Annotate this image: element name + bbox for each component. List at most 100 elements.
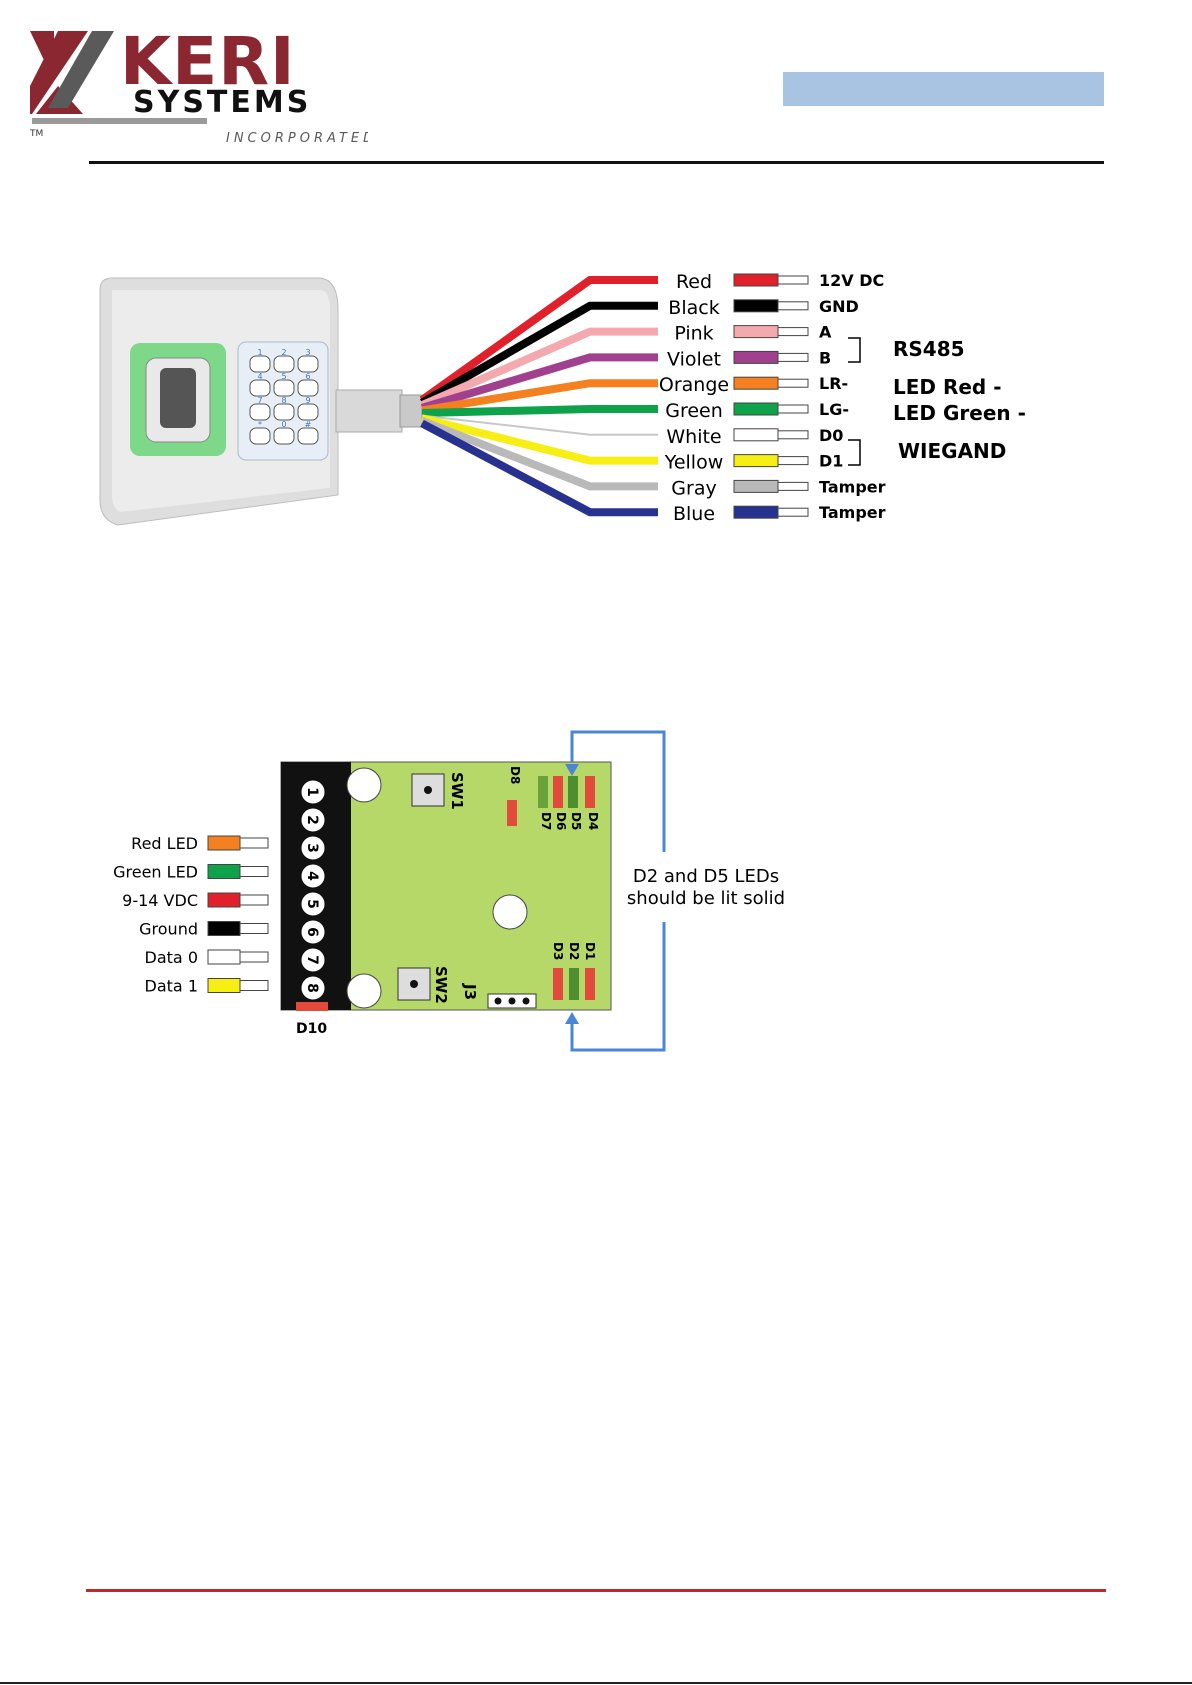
keypad-key-label: 3 <box>305 348 310 357</box>
wire-color-label: Gray <box>671 477 716 499</box>
led-d4 <box>585 776 595 808</box>
keypad-key-label: * <box>258 420 262 429</box>
keypad-key-label: 8 <box>281 396 286 405</box>
wire-color-label: Red <box>676 271 712 293</box>
keypad-key <box>273 379 295 397</box>
terminal-number: 5 <box>304 899 320 909</box>
wire-color-label: Blue <box>673 503 715 525</box>
led-green-label: LED Green - <box>893 401 1026 425</box>
wire-end-swatch <box>733 454 779 468</box>
wire-end-tip <box>777 275 809 285</box>
input-swatch <box>207 835 241 851</box>
wire-end-tip <box>777 327 809 337</box>
wire-end-tip <box>777 352 809 362</box>
logo-line2: SYSTEMS <box>133 85 311 120</box>
wire-blue <box>420 419 658 517</box>
wiegand-label: WIEGAND <box>898 439 1006 463</box>
input-swatch <box>207 892 241 908</box>
led-label: D3 <box>551 942 565 960</box>
wire-end-swatch <box>733 376 779 390</box>
keypad-key-label: 2 <box>281 348 286 357</box>
note-line2: should be lit solid <box>627 888 785 909</box>
keypad-key <box>297 403 319 421</box>
wire-end-swatch <box>733 479 779 493</box>
mount-hole-center <box>492 894 528 930</box>
arrow-bottom <box>570 922 666 1052</box>
keypad-key <box>249 379 271 397</box>
led-d1 <box>585 968 595 1000</box>
input-label: Data 0 <box>145 948 198 967</box>
wire-gray <box>420 417 658 491</box>
wire-terminal-label: 12V DC <box>819 271 884 290</box>
keypad-key-label: # <box>305 420 312 429</box>
led-label: D6 <box>554 812 568 830</box>
j3-pin <box>522 997 530 1005</box>
logo-brand: KERI <box>120 26 296 100</box>
logo-mark-gray <box>48 31 114 108</box>
note-line1: D2 and D5 LEDs <box>633 866 779 887</box>
wiegand-bracket <box>848 439 861 466</box>
arrow-bottom-head <box>565 1012 579 1024</box>
keypad-key <box>249 403 271 421</box>
j3-label: J3 <box>461 983 479 1000</box>
input-label: Red LED <box>131 834 198 853</box>
header-band <box>783 72 1104 106</box>
keypad-key <box>297 355 319 373</box>
mount-hole-top <box>346 767 382 803</box>
keypad-key-label: 1 <box>257 348 262 357</box>
input-label: Data 1 <box>145 977 198 996</box>
terminal-number: 6 <box>304 927 320 937</box>
input-tip <box>239 894 269 906</box>
keypad-key <box>297 427 319 445</box>
terminal-5 <box>300 891 326 917</box>
wire-end-swatch <box>733 505 779 519</box>
keypad-key-label: 9 <box>305 396 310 405</box>
wire-end-swatch <box>733 273 779 287</box>
terminal-2 <box>300 807 326 833</box>
wire-red <box>419 276 658 404</box>
reader-cable <box>335 389 403 433</box>
terminal-number: 7 <box>304 955 320 965</box>
wire-terminal-label: LR- <box>819 374 848 393</box>
wire-end-tip <box>777 456 809 466</box>
input-tip <box>239 866 269 877</box>
fingerprint-window <box>160 368 196 428</box>
logo-line3: INCORPORATED <box>226 131 368 146</box>
cable-end <box>399 394 423 428</box>
led-d7 <box>538 776 548 808</box>
keypad-key <box>273 355 295 373</box>
led-label: D4 <box>586 812 600 830</box>
led-d2 <box>569 968 579 1000</box>
logo-mark-slash <box>30 31 88 114</box>
wire-terminal-label: A <box>819 323 832 342</box>
wire-end-swatch <box>733 299 779 313</box>
keypad-key <box>273 403 295 421</box>
header-rule <box>89 161 1104 164</box>
j3-pin <box>508 997 516 1005</box>
footer-rule <box>86 1589 1106 1592</box>
terminal-1 <box>300 779 326 805</box>
led-label: D8 <box>508 766 522 784</box>
input-swatch <box>207 978 241 993</box>
keypad-key-label: 7 <box>257 396 262 405</box>
input-label: 9-14 VDC <box>122 891 198 910</box>
wire-end-tip <box>777 301 809 311</box>
led-d8 <box>507 800 517 826</box>
arrow-top-head <box>565 764 579 776</box>
switch-sw1-dot <box>424 786 432 794</box>
terminal-number: 3 <box>304 843 320 853</box>
sw2-label: SW2 <box>432 966 450 1004</box>
input-swatch <box>207 949 241 965</box>
led-red-label: LED Red - <box>893 375 1002 399</box>
led-d10-label: D10 <box>296 1021 327 1037</box>
wire-violet <box>420 353 658 412</box>
wire-terminal-label: Tamper <box>819 477 886 496</box>
terminal-number: 4 <box>304 871 320 881</box>
wire-white <box>421 414 658 436</box>
switch-sw2-dot <box>410 980 418 988</box>
terminal-7 <box>300 947 326 973</box>
logo-underline <box>32 118 207 124</box>
led-label: D2 <box>567 942 581 960</box>
wire-color-label: Orange <box>659 374 729 396</box>
